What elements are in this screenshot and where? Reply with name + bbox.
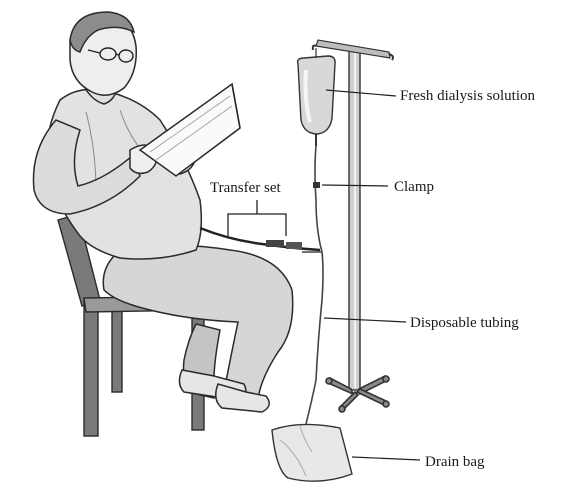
- label-drain-bag: Drain bag: [425, 454, 485, 470]
- leader-drain-bag: [352, 457, 420, 460]
- leader-lines: [322, 90, 420, 460]
- leader-clamp: [322, 185, 388, 186]
- label-disposable-tubing: Disposable tubing: [410, 315, 519, 331]
- clamp: [313, 182, 320, 188]
- drain-bag: [272, 424, 352, 481]
- fresh-solution-bag: [298, 48, 336, 146]
- seated-man: [33, 12, 292, 412]
- transfer-set-bracket: [228, 200, 286, 236]
- leader-tubing: [324, 318, 406, 322]
- transfer-set: [200, 228, 320, 250]
- label-transfer-set: Transfer set: [210, 180, 282, 196]
- leader-fresh-solution: [326, 90, 396, 96]
- label-clamp: Clamp: [394, 179, 434, 195]
- label-fresh-dialysis-solution: Fresh dialysis solution: [400, 88, 536, 104]
